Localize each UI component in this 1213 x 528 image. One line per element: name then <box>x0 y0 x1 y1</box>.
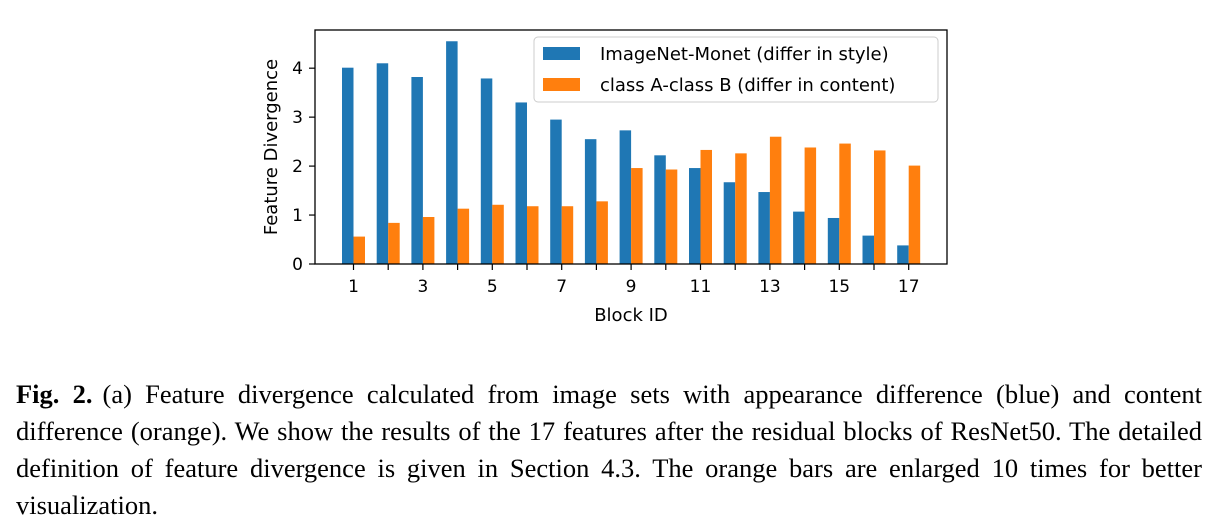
x-tick-label-1: 1 <box>348 277 359 297</box>
bar-content-block-14 <box>804 147 817 264</box>
bar-content-block-5 <box>492 204 504 264</box>
bar-content-block-1 <box>353 236 365 264</box>
legend-swatch-content <box>543 78 580 91</box>
y-axis-ticks: 0 1 2 3 4 <box>292 59 315 275</box>
bars-group <box>342 41 921 265</box>
x-tick-label-9: 9 <box>626 277 637 297</box>
x-axis-label: Block ID <box>594 305 668 326</box>
bar-content-block-7 <box>561 206 574 264</box>
bar-content-block-4 <box>457 208 470 264</box>
bar-content-block-9 <box>631 168 643 264</box>
y-axis-label: Feature Divergence <box>261 59 282 235</box>
bar-style-block-2 <box>376 63 389 264</box>
legend-box <box>533 36 939 103</box>
bar-content-block-8 <box>596 201 608 264</box>
legend-label-style: ImageNet-Monet (differ in style) <box>600 44 889 65</box>
bar-style-block-3 <box>411 77 423 264</box>
x-tick-label-5: 5 <box>487 277 498 297</box>
bar-style-block-5 <box>480 78 493 265</box>
bar-style-block-7 <box>550 119 562 264</box>
bar-content-block-12 <box>735 153 747 264</box>
bar-style-block-9 <box>619 130 632 264</box>
bar-content-block-16 <box>874 150 886 264</box>
bar-content-block-13 <box>769 136 782 264</box>
y-tick-label-0: 0 <box>292 255 303 275</box>
x-tick-label-17: 17 <box>898 277 920 297</box>
bar-style-block-12 <box>723 182 736 264</box>
bar-content-block-17 <box>908 165 921 264</box>
caption-figure-number: Fig. 2. <box>16 379 93 409</box>
bar-style-block-15 <box>827 217 840 264</box>
x-tick-label-15: 15 <box>828 277 850 297</box>
legend-swatch-style <box>543 47 580 60</box>
bar-content-block-11 <box>700 149 712 264</box>
y-tick-label-1: 1 <box>292 206 303 226</box>
bar-style-block-4 <box>446 41 458 265</box>
bar-content-block-6 <box>527 206 539 264</box>
bar-style-block-10 <box>654 155 666 264</box>
bar-content-block-10 <box>665 169 678 264</box>
bar-style-block-16 <box>862 235 874 264</box>
bar-style-block-6 <box>515 102 527 264</box>
bar-style-block-13 <box>758 192 770 264</box>
bar-content-block-15 <box>839 143 851 264</box>
bar-style-block-17 <box>897 245 909 264</box>
legend: ImageNet-Monet (differ in style) class A… <box>533 36 939 103</box>
legend-label-content: class A-class B (differ in content) <box>600 75 895 96</box>
x-tick-label-3: 3 <box>417 277 428 297</box>
x-tick-label-11: 11 <box>690 277 712 297</box>
y-tick-label-3: 3 <box>292 108 303 128</box>
figure-caption: Fig. 2.(a) Feature divergence calculated… <box>16 376 1202 524</box>
bar-style-block-8 <box>584 139 597 264</box>
bar-content-block-2 <box>388 222 400 264</box>
x-tick-label-13: 13 <box>759 277 781 297</box>
bar-content-block-3 <box>422 217 435 264</box>
y-tick-label-4: 4 <box>292 59 303 79</box>
y-tick-label-2: 2 <box>292 157 303 177</box>
bar-style-block-1 <box>342 67 354 264</box>
bar-style-block-11 <box>689 168 701 264</box>
caption-text: (a) Feature divergence calculated from i… <box>16 379 1202 520</box>
bar-style-block-14 <box>793 211 805 264</box>
x-tick-label-7: 7 <box>556 277 567 297</box>
